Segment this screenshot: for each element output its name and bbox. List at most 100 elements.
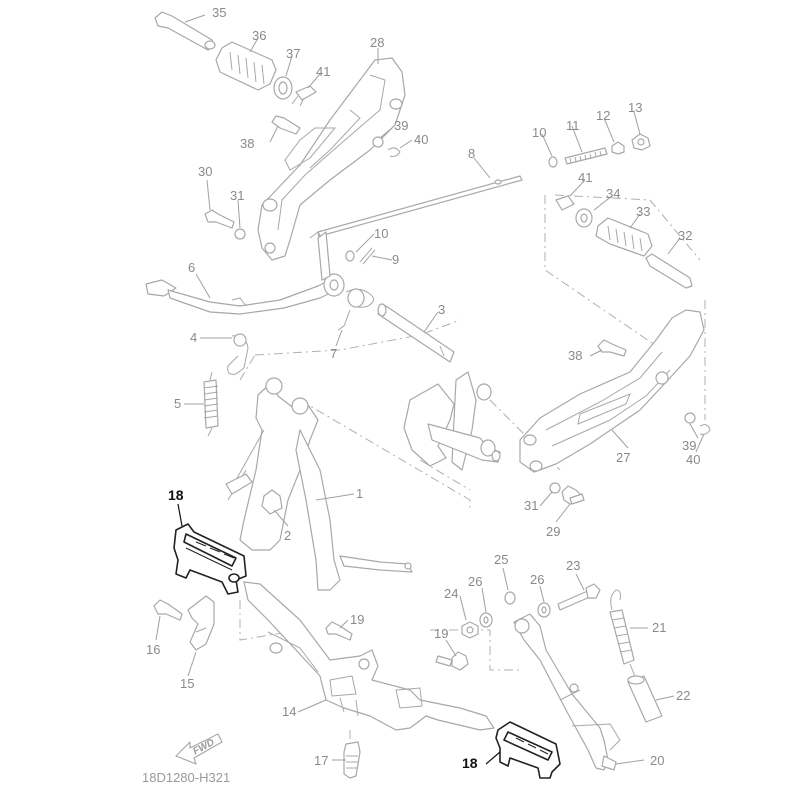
callout-10-mid: 10 [374, 226, 388, 241]
callout-33: 33 [636, 204, 650, 219]
callout-5: 5 [174, 396, 181, 411]
callout-numbers: 35 36 28 37 41 38 39 40 10 11 12 13 8 30… [146, 5, 700, 771]
callout-31-right: 31 [524, 498, 538, 513]
collar-34 [575, 208, 593, 228]
callout-13: 13 [628, 100, 642, 115]
stand-pivot-bracket [403, 371, 501, 471]
callout-18-left: 18 [168, 487, 184, 503]
rear-footrest-rubber-36 [215, 41, 277, 91]
adjust-nut-12 [611, 141, 625, 155]
callout-21: 21 [652, 620, 666, 635]
front-footrest-18-left [173, 523, 247, 595]
nut-24 [461, 621, 479, 639]
callout-6: 6 [188, 260, 195, 275]
callout-27: 27 [616, 450, 630, 465]
washer-10-mid [345, 250, 355, 262]
rear-footrest-bracket-27 [519, 309, 705, 473]
callout-16: 16 [146, 642, 160, 657]
spring-11 [564, 147, 608, 165]
callout-40-right: 40 [686, 452, 700, 467]
footrest-bar-14 [243, 581, 495, 731]
collar-22 [627, 675, 663, 723]
washer-39-right [684, 412, 696, 424]
rear-footrest-bracket-28 [257, 57, 406, 261]
washer-26-left [479, 612, 493, 628]
bolt-23 [557, 583, 601, 611]
front-footrest-18-right [495, 721, 561, 779]
callout-41-right: 41 [578, 170, 592, 185]
collar-25 [504, 591, 516, 605]
callout-4: 4 [190, 330, 197, 345]
clip-40-right [699, 424, 711, 435]
callout-2: 2 [284, 528, 291, 543]
pin-41-top [291, 85, 317, 107]
callout-26-right: 26 [530, 572, 544, 587]
spring-5 [203, 371, 219, 437]
callout-18-right: 18 [462, 755, 478, 771]
callout-9: 9 [392, 252, 399, 267]
callout-39: 39 [394, 118, 408, 133]
callout-32: 32 [678, 228, 692, 243]
callout-29: 29 [546, 524, 560, 539]
callout-11: 11 [566, 118, 580, 133]
washer-31-right [549, 482, 561, 494]
sidestand-20 [513, 613, 621, 771]
bolt-16 [153, 599, 183, 621]
clip-40-top [387, 147, 401, 157]
bolt-2 [261, 489, 283, 515]
rear-footrest-rubber-33 [595, 217, 653, 257]
callout-35: 35 [212, 5, 226, 20]
bracket-15 [187, 595, 215, 651]
callout-20: 20 [650, 753, 664, 768]
callout-38: 38 [240, 136, 254, 151]
washer-39-top [372, 136, 384, 148]
callout-25: 25 [494, 552, 508, 567]
callout-23: 23 [566, 558, 580, 573]
brake-rod-8 [309, 175, 523, 245]
cotter-pin-9 [359, 247, 376, 265]
main-stand-1 [225, 377, 413, 591]
callout-3: 3 [438, 302, 445, 317]
rear-footrest-pin-35 [154, 11, 216, 51]
spring-hook-4 [227, 333, 249, 375]
callout-41: 41 [316, 64, 330, 79]
joint-13 [631, 133, 651, 151]
washer-10-top [548, 156, 558, 168]
brake-pedal-6 [145, 231, 345, 315]
bolt-38-top [271, 115, 301, 135]
washer-31-top [234, 228, 246, 240]
bolt-19-upper [325, 621, 353, 641]
callout-17: 17 [314, 753, 328, 768]
callout-10: 10 [532, 125, 546, 140]
leader-lines [155, 14, 705, 765]
washer-26-right [537, 602, 551, 618]
bolt-38-right [597, 339, 627, 357]
callout-31: 31 [230, 188, 244, 203]
callout-24: 24 [444, 586, 458, 601]
spring-7 [337, 288, 374, 331]
callout-7: 7 [330, 346, 337, 361]
rear-footrest-pin-32 [645, 253, 693, 289]
callout-15: 15 [180, 676, 194, 691]
callout-1: 1 [356, 486, 363, 501]
callout-19-lower: 19 [434, 626, 448, 641]
bolt-30 [204, 209, 235, 229]
bolt-19-lower [435, 651, 469, 671]
callout-39-right: 39 [682, 438, 696, 453]
callout-28: 28 [370, 35, 384, 50]
callout-37: 37 [286, 46, 300, 61]
callout-14: 14 [282, 704, 296, 719]
callout-8: 8 [468, 146, 475, 161]
callout-12: 12 [596, 108, 610, 123]
pin-41-right [555, 195, 575, 211]
callout-30: 30 [198, 164, 212, 179]
callout-26-left: 26 [468, 574, 482, 589]
forward-arrow-icon: FWD [175, 733, 223, 765]
shaft-3 [377, 303, 455, 363]
callout-19-upper: 19 [350, 612, 364, 627]
fwd-label: FWD [191, 737, 216, 757]
diagram-code: 18D1280-H321 [142, 770, 230, 785]
bolt-29 [561, 485, 585, 505]
